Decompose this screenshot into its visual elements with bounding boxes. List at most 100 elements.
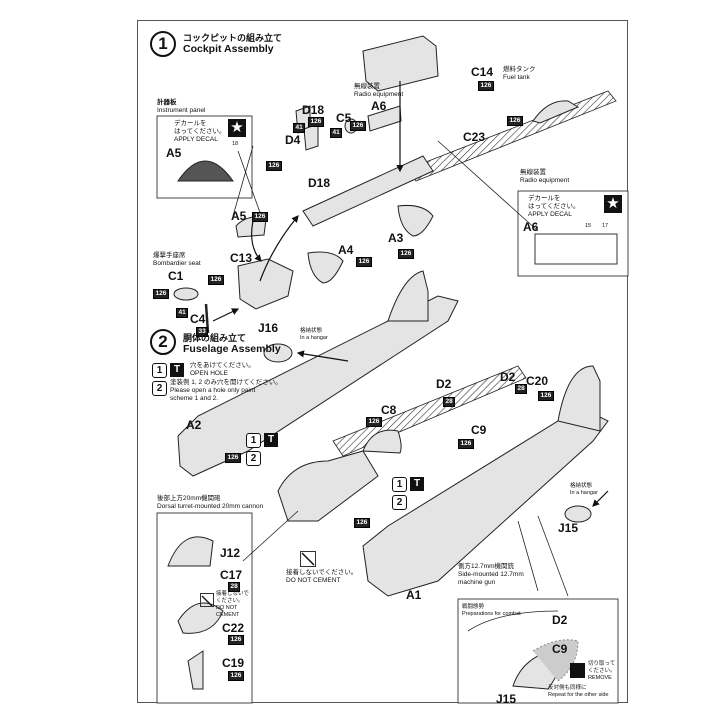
- j15-arrow: [592, 490, 609, 507]
- decal-number: 15: [585, 223, 592, 229]
- remove-icon: [570, 663, 585, 678]
- do-not-cement-icon: [300, 551, 316, 567]
- a6-radio: [367, 105, 402, 132]
- radio-detail-label-en: Radio equipment: [520, 177, 570, 184]
- color-code-badge: 28: [443, 397, 456, 407]
- step-1-title-jp: コックピットの組み立て: [183, 33, 283, 43]
- color-code-badge: 126: [153, 289, 169, 299]
- d18-seat-b: [303, 123, 319, 151]
- part-label-a2: A2: [186, 418, 202, 432]
- c14-fuel-tank: [362, 35, 439, 92]
- drill-icon: T: [170, 363, 184, 377]
- combat-label-en: Preparations for combat: [462, 611, 521, 617]
- dorsal-turret-label-jp: 後部上方20mm機関砲: [157, 495, 221, 502]
- instruction-page: 1 コックピットの組み立て Cockpit Assembly 計器板 Instr…: [137, 20, 629, 706]
- fuselage-contour: [467, 610, 559, 632]
- color-code-badge: 33: [196, 327, 209, 337]
- j12-dome: [167, 536, 214, 567]
- drill-icon: T: [264, 433, 278, 447]
- part-label-c5: C5: [336, 111, 352, 125]
- color-code-badge: 126: [356, 257, 372, 267]
- c23-floor-beam: [407, 90, 617, 182]
- part-label-c20: C20: [526, 374, 549, 388]
- hangar-label-jp: 格納状態: [570, 483, 593, 489]
- leader-line: [232, 145, 254, 217]
- color-code-badge: 41: [176, 308, 189, 318]
- c1-part: [173, 287, 199, 301]
- apply-decal-jp-2: はってください。: [174, 128, 226, 135]
- color-code-badge: 126: [228, 671, 244, 681]
- do-not-cement-en-2: CEMENT: [216, 612, 240, 618]
- side-gun-label-en-2: machine gun: [458, 579, 496, 586]
- part-label-c23: C23: [463, 130, 486, 144]
- color-code-badge: 126: [308, 117, 324, 127]
- color-code-badge: 126: [507, 116, 523, 126]
- do-not-cement-en-1: DO NOT: [216, 605, 238, 611]
- instrument-panel-label-jp: 計器板: [157, 99, 177, 106]
- side-gun-label-jp: 側方12.7mm機関銃: [458, 563, 514, 570]
- legend-symbol-2: 2: [392, 495, 407, 510]
- remove-jp-2: ください。: [588, 668, 616, 674]
- step-1-title-en: Cockpit Assembly: [183, 43, 274, 55]
- a1-tail-fin: [557, 365, 601, 432]
- remove-area: [532, 639, 579, 682]
- open-hole-en: OPEN HOLE: [190, 370, 228, 377]
- part-label-d2: D2: [552, 613, 568, 627]
- hangar-label-jp: 格納状態: [300, 328, 323, 334]
- color-code-badge: 126: [458, 439, 474, 449]
- legend-symbol-1: 1: [246, 433, 261, 448]
- part-label-c13: C13: [230, 251, 253, 265]
- part-label-a5: A5: [231, 209, 247, 223]
- scheme-hole-en-2: scheme 1 and 2.: [170, 395, 219, 402]
- part-label-c14: C14: [471, 65, 494, 79]
- color-code-badge: 126: [366, 417, 382, 427]
- apply-decal-jp-1: デカールを: [528, 195, 561, 202]
- a3-bulkhead: [397, 205, 434, 237]
- bombardier-seat-label-en: Bombardier seat: [153, 260, 201, 267]
- dorsal-turret-label-en: Dorsal turret-mounted 20mm cannon: [157, 503, 264, 510]
- part-label-c4: C4: [190, 312, 206, 326]
- part-label-d2: D2: [500, 370, 516, 384]
- instrument-panel-label-en: Instrument panel: [157, 107, 206, 114]
- part-label-c9: C9: [552, 642, 568, 656]
- a6-radio-face: [534, 233, 618, 265]
- do-not-cement-icon: [200, 593, 214, 607]
- color-code-badge: 41: [330, 128, 343, 138]
- part-label-d2: D2: [436, 377, 452, 391]
- fuselage-turret-section: [277, 450, 379, 522]
- drill-icon: T: [410, 477, 424, 491]
- c19-bracket: [187, 650, 204, 690]
- a2-fuselage-half: [177, 295, 459, 477]
- combat-label-jp: 戦闘態勢: [462, 604, 485, 610]
- legend-symbol-1: 1: [152, 363, 167, 378]
- leader-line: [437, 140, 539, 232]
- part-label-j12: J12: [220, 546, 241, 560]
- remove-jp-1: 切り取って: [588, 661, 616, 667]
- part-label-c22: C22: [222, 621, 245, 635]
- j15-canopy: [564, 505, 592, 523]
- color-code-badge: 41: [293, 123, 306, 133]
- radio-label-en: Radio equipment: [354, 91, 404, 98]
- part-label-a3: A3: [388, 231, 404, 245]
- part-label-j15: J15: [558, 521, 579, 535]
- color-code-badge: 126: [538, 391, 554, 401]
- c13-bombardier-seat: [237, 258, 294, 310]
- apply-decal-en: APPLY DECAL: [174, 136, 218, 143]
- fuel-tank-label-en: Fuel tank: [503, 74, 530, 81]
- repeat-jp: 反対側も同様に: [548, 685, 587, 691]
- star-icon: ★: [604, 195, 622, 213]
- leader-line: [537, 515, 569, 597]
- a2-tail-fin: [387, 270, 429, 322]
- decal-number: 17: [602, 223, 609, 229]
- color-code-badge: 126: [252, 212, 268, 222]
- side-gun-label-en-1: Side-mounted 12.7mm: [458, 571, 524, 578]
- color-code-badge: 126: [208, 275, 224, 285]
- apply-decal-jp-2: はってください。: [528, 203, 580, 210]
- legend-symbol-2: 2: [152, 381, 167, 396]
- do-not-cement-en: DO NOT CEMENT: [286, 577, 341, 584]
- color-code-badge: 28: [515, 384, 528, 394]
- leader-line: [237, 150, 264, 222]
- fuselage-bomb-bay: [332, 365, 527, 457]
- remove-en: REMOVE: [588, 675, 612, 681]
- step-2-title-jp: 胴体の組み立て: [183, 333, 247, 343]
